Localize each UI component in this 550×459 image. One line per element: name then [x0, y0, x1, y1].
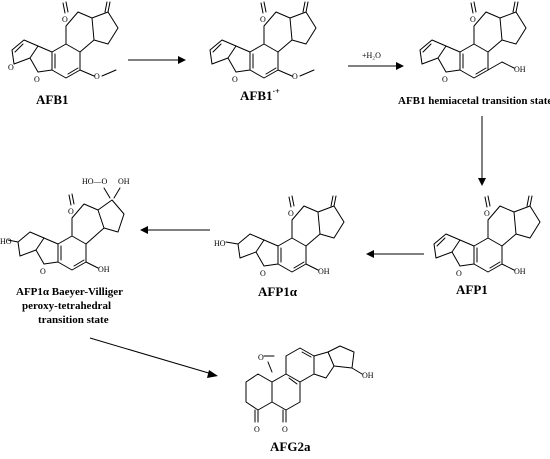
structure-afg2a: O OH O O: [245, 345, 374, 434]
structure-afb1-hemiacetal: OH O O: [419, 1, 527, 84]
afb1-hemiacetal-ring-o: O: [470, 15, 476, 24]
label-afp1a: AFP1α: [258, 284, 298, 299]
arrow-afp1a-to-bv: [140, 226, 210, 234]
afb1-radical-methoxy-o: O: [292, 72, 298, 81]
afp1a-furan-o: O: [260, 269, 266, 278]
afb1-furan-o: O: [34, 75, 40, 84]
arrow-radical-to-hemiacetal: +H₂O: [348, 51, 404, 70]
afp1-oh: OH: [514, 267, 526, 276]
bv-oh: OH: [98, 265, 110, 274]
structure-afp1a: OH HO O O: [214, 195, 345, 278]
bv-oh-top: OH: [118, 177, 130, 186]
afp1-ring-o: O: [484, 209, 490, 218]
label-afg2a: AFG2a: [270, 439, 311, 454]
afp1a-ring-o: O: [288, 209, 294, 218]
arrow-hemiacetal-to-afp1: [478, 116, 486, 186]
bv-ho: HO: [0, 237, 12, 246]
bv-peroxy: HO—O: [82, 177, 108, 186]
afg2a-o1: O: [254, 425, 260, 434]
label-afp1a-bv-line1: AFP1α Baeyer-Villiger: [16, 286, 123, 298]
structure-afb1: O O O O: [8, 1, 119, 84]
label-afp1a-bv-line3: transition state: [38, 314, 109, 326]
afb1-ring-o: O: [62, 15, 68, 24]
label-afb1-radical: AFB1·+: [240, 87, 280, 103]
arrow-water-label: +H₂O: [362, 51, 381, 60]
afp1a-oh: OH: [318, 267, 330, 276]
afb1-methoxy-o: O: [94, 72, 100, 81]
arrow-bv-to-afg2a: [89, 337, 218, 378]
bv-ring-o: O: [68, 207, 74, 216]
afg2a-oh: OH: [362, 371, 374, 380]
structure-afp1a-bv: HO—O OH OH HO O O: [0, 177, 130, 276]
afp1-furan-o: O: [456, 269, 462, 278]
afb1-hemiacetal-oh: OH: [514, 65, 526, 74]
bv-furan-o: O: [40, 267, 46, 276]
structure-afb1-radical: O O O: [209, 1, 317, 84]
structure-afp1: OH O O: [433, 195, 541, 278]
afb1-furan-o2: O: [8, 63, 14, 72]
afp1a-ho: HO: [214, 239, 226, 248]
arrow-afp1-to-afp1a: [366, 250, 424, 258]
arrow-afb1-to-radical: [128, 56, 186, 64]
afb1-radical-ring-o: O: [260, 15, 266, 24]
label-afb1-hemiacetal: AFB1 hemiacetal transition state: [398, 95, 550, 107]
label-afp1: AFP1: [456, 282, 488, 297]
afg2a-o2: O: [282, 425, 288, 434]
afb1-hemiacetal-furan-o: O: [442, 75, 448, 84]
afb1-radical-furan-o: O: [232, 75, 238, 84]
label-afb1: AFB1: [36, 92, 69, 107]
label-afp1a-bv-line2: peroxy-tetrahedral: [22, 300, 111, 312]
afg2a-methoxy: O: [258, 353, 264, 362]
